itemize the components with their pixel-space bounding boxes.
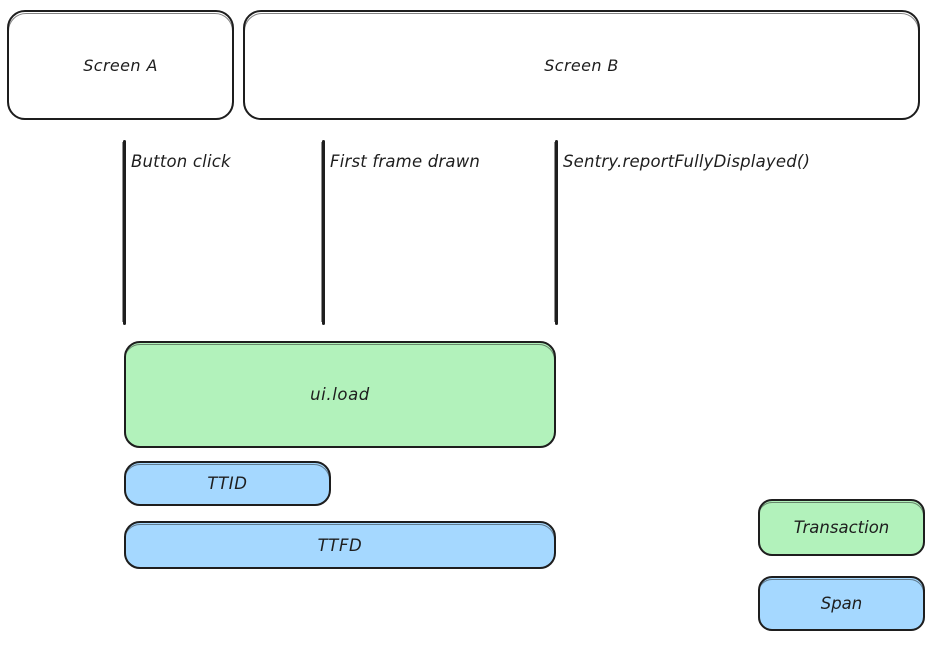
bar-ttfd-label: TTFD bbox=[317, 535, 363, 555]
bar-ui-load-label: ui.load bbox=[310, 385, 370, 404]
marker-label-report-fully-displayed: Sentry.reportFullyDisplayed() bbox=[563, 152, 811, 171]
bar-ttfd[interactable]: TTFD bbox=[124, 521, 556, 569]
legend-item-transaction[interactable]: Transaction bbox=[758, 499, 925, 556]
bar-ui-load[interactable]: ui.load bbox=[124, 341, 556, 448]
marker-line-button-click bbox=[122, 140, 126, 325]
screen-box-b[interactable]: Screen B bbox=[243, 10, 920, 120]
marker-line-first-frame-drawn bbox=[321, 140, 325, 325]
legend-item-span[interactable]: Span bbox=[758, 576, 925, 631]
marker-label-button-click: Button click bbox=[131, 152, 231, 171]
marker-line-report-fully-displayed bbox=[554, 140, 558, 325]
legend-item-transaction-label: Transaction bbox=[793, 518, 890, 537]
screen-box-a-label: Screen A bbox=[83, 55, 158, 75]
legend-item-span-label: Span bbox=[820, 594, 863, 613]
screen-box-a[interactable]: Screen A bbox=[7, 10, 234, 120]
bar-ttid[interactable]: TTID bbox=[124, 461, 331, 506]
bar-ttid-label: TTID bbox=[207, 474, 248, 493]
marker-label-first-frame-drawn: First frame drawn bbox=[330, 152, 481, 171]
screen-box-b-label: Screen B bbox=[544, 55, 619, 75]
